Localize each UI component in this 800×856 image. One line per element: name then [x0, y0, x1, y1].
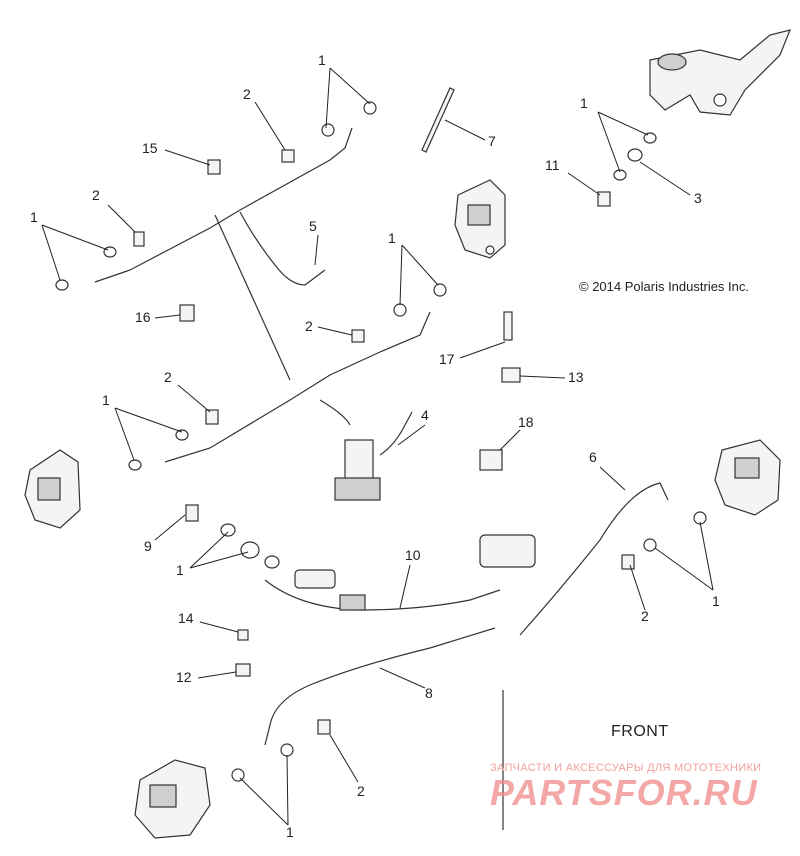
callout-5: 5 [309, 218, 317, 234]
copyright-notice: © 2014 Polaris Industries Inc. [579, 279, 749, 294]
callout-1: 1 [318, 52, 326, 68]
callout-18: 18 [518, 414, 534, 430]
callout-4: 4 [421, 407, 429, 423]
callout-7: 7 [488, 133, 496, 149]
callout-2: 2 [305, 318, 313, 334]
proportioning-line [319, 399, 413, 456]
bolts [133, 149, 635, 735]
master-cylinder [649, 29, 791, 116]
callout-2: 2 [164, 369, 172, 385]
front-label: FRONT [611, 723, 669, 740]
callout-12: 12 [176, 669, 192, 685]
leader-lines [41, 67, 714, 826]
callout-2: 2 [641, 608, 649, 624]
callout-14: 14 [178, 610, 194, 626]
hose-8 [264, 627, 496, 746]
watermark-tagline: ЗАПЧАСТИ И АКСЕССУАРЫ ДЛЯ МОТОТЕХНИКИ [490, 762, 762, 774]
callout-1: 1 [102, 392, 110, 408]
callout-1: 1 [580, 95, 588, 111]
callout-17: 17 [439, 351, 455, 367]
middle-brake-line [164, 311, 431, 463]
watermark-logo: PARTSFOR.RU [490, 772, 758, 813]
rod-7 [421, 87, 455, 153]
callout-16: 16 [135, 309, 151, 325]
callout-3: 3 [694, 190, 702, 206]
callout-1: 1 [388, 230, 396, 246]
callout-6: 6 [589, 449, 597, 465]
callout-1: 1 [712, 593, 720, 609]
secondary-master-cylinder [294, 534, 536, 611]
callout-9: 9 [144, 538, 152, 554]
callout-2: 2 [357, 783, 365, 799]
callout-1: 1 [286, 824, 294, 840]
caliper-bottom [134, 759, 211, 839]
callout-15: 15 [142, 140, 158, 156]
callout-2: 2 [243, 86, 251, 102]
diagonal-line [214, 214, 291, 381]
hose-6 [519, 482, 669, 636]
callout-2: 2 [92, 187, 100, 203]
upper-brake-line [94, 127, 353, 283]
callout-1: 1 [30, 209, 38, 225]
caliper-left [24, 449, 81, 529]
caliper-upper [454, 179, 506, 259]
callout-11: 11 [545, 157, 560, 173]
callout-numbers: 1 2 15 2 1 7 1 11 3 5 1 16 2 17 13 2 1 4… [30, 52, 720, 840]
upper-t-branch [239, 211, 326, 286]
callout-13: 13 [568, 369, 584, 385]
callout-8: 8 [425, 685, 433, 701]
proportioning-valve [334, 439, 381, 501]
caliper-right [714, 439, 781, 516]
callout-1: 1 [176, 562, 184, 578]
callout-10: 10 [405, 547, 421, 563]
